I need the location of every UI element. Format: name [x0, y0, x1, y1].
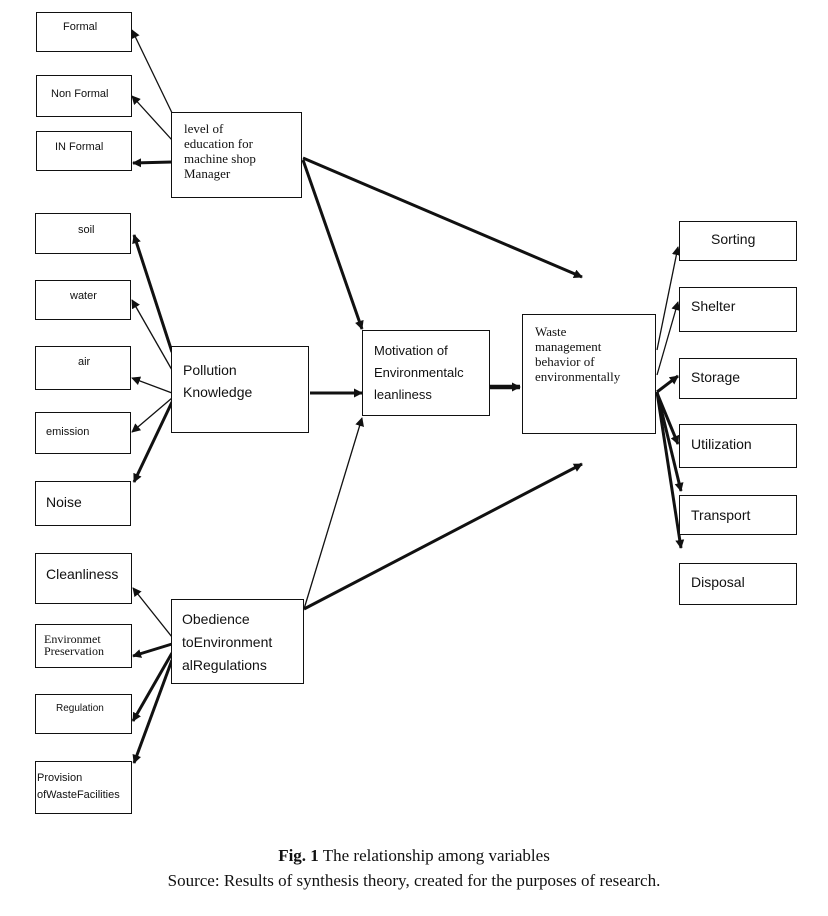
node-sorting: Sorting [679, 221, 797, 261]
node-waste-management-behavior: Waste management behavior of environment… [522, 314, 656, 434]
arrow-behavior-to-sorting [656, 246, 681, 351]
arrow-edu-to-informal [132, 158, 173, 168]
arrow-edu-to-behavior [302, 156, 583, 279]
node-soil: soil [35, 213, 131, 254]
node-air: air [35, 346, 131, 390]
arrow-pollution-to-water [131, 299, 173, 371]
node-formal: Formal [36, 12, 132, 52]
figure-title: The relationship among variables [318, 846, 550, 865]
node-cleanliness: Cleanliness [35, 553, 132, 604]
arrow-behavior-to-shelter [656, 301, 681, 376]
arrow-pollution-to-noise [132, 401, 174, 483]
figure-caption: Fig. 1 The relationship among variables [0, 846, 828, 866]
node-obedience: Obedience toEnvironment alRegulations [171, 599, 304, 684]
figure-label: Fig. 1 [278, 846, 319, 865]
node-transport: Transport [679, 495, 797, 535]
arrow-behavior-to-disposal [655, 391, 685, 549]
arrow-obedience-to-regulation [131, 652, 174, 722]
arrow-pollution-to-soil [132, 234, 174, 353]
arrow-obedience-to-behavior [303, 462, 583, 611]
arrow-obedience-to-motivation [303, 417, 364, 610]
node-waste-facilities: Provision ofWasteFacilities [35, 761, 132, 814]
node-disposal: Disposal [679, 563, 797, 605]
node-pollution-knowledge: Pollution Knowledge [171, 346, 309, 433]
node-storage: Storage [679, 358, 797, 399]
node-education-level: level of education for machine shop Mana… [171, 112, 302, 198]
arrow-pollution-to-air [131, 376, 173, 394]
arrow-behavior-to-storage [656, 374, 679, 394]
node-utilization: Utilization [679, 424, 797, 468]
connector-layer [131, 29, 685, 764]
arrow-obedience-to-cleanliness [132, 587, 173, 638]
figure-source: Source: Results of synthesis theory, cre… [167, 871, 661, 890]
node-noise: Noise [35, 481, 131, 526]
node-environment-preservation: Environmet Preservation [35, 624, 132, 668]
arrow-edu-to-nonformal [131, 95, 173, 141]
arrow-edu-to-formal [131, 29, 175, 118]
node-shelter: Shelter [679, 287, 797, 332]
arrow-obedience-to-preservation [132, 642, 173, 658]
node-water: water [35, 280, 131, 320]
arrow-pollution-to-emission [131, 397, 173, 433]
node-emission: emission [35, 412, 131, 454]
node-in-formal: IN Formal [36, 131, 132, 171]
arrow-edu-to-motivation [301, 159, 364, 330]
arrow-obedience-to-facilities [132, 659, 174, 764]
node-non-formal: Non Formal [36, 75, 132, 117]
node-motivation: Motivation of Environmentalc leanliness [362, 330, 490, 416]
node-regulation: Regulation [35, 694, 132, 734]
